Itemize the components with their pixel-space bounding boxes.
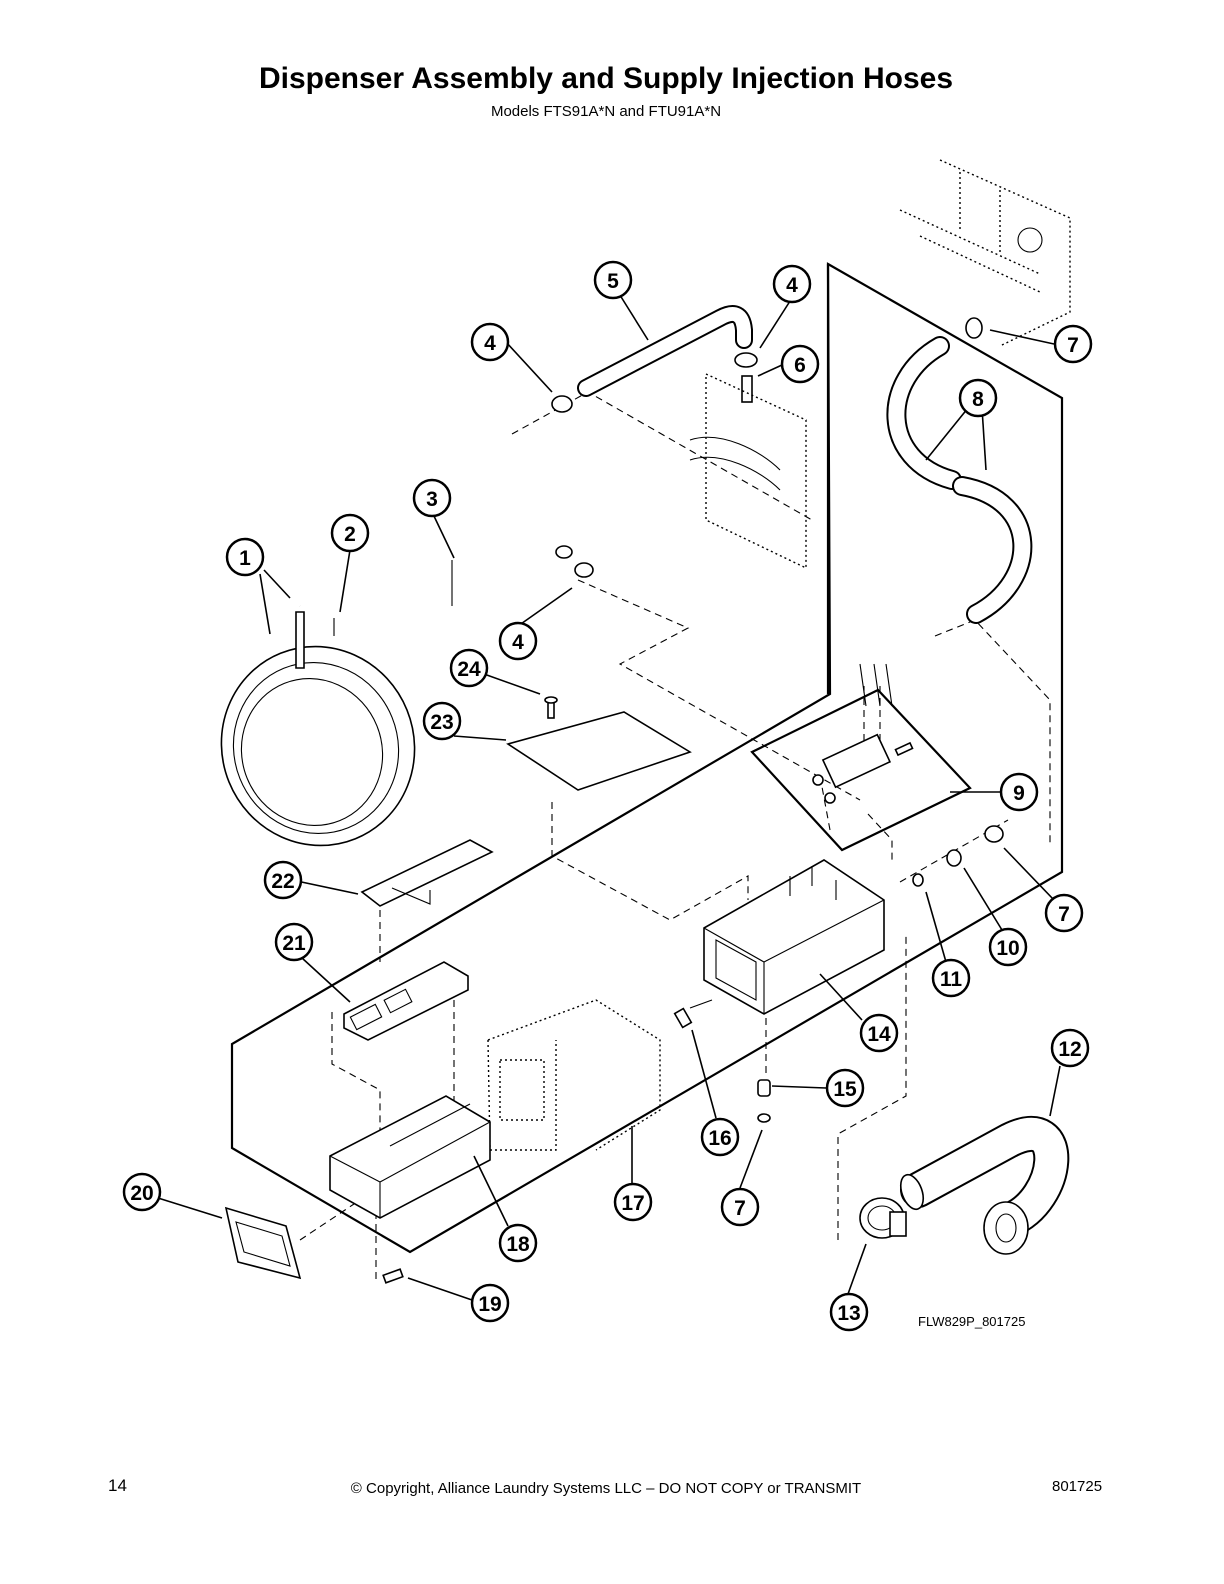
svg-text:10: 10	[996, 937, 1019, 960]
part-5-hose	[577, 305, 753, 397]
callout-15: 15	[825, 1068, 865, 1108]
callout-23: 23	[422, 701, 462, 741]
callout-8: 8	[958, 378, 998, 418]
callout-3: 3	[412, 478, 452, 518]
callout-4-a: 4	[470, 322, 510, 362]
frame-outline	[230, 262, 1064, 1254]
part-18-drawer-housing	[329, 1095, 491, 1219]
callout-19: 19	[470, 1283, 510, 1323]
figure-code: FLW829P_801725	[918, 1314, 1026, 1329]
callout-6: 6	[780, 344, 820, 384]
callout-9: 9	[999, 772, 1039, 812]
svg-text:22: 22	[271, 870, 294, 893]
part-24-screw	[544, 696, 558, 719]
page-subtitle: Models FTS91A*N and FTU91A*N	[490, 103, 722, 120]
svg-text:6: 6	[794, 354, 806, 377]
callout-12: 12	[1050, 1028, 1090, 1068]
page-title: Dispenser Assembly and Supply Injection …	[258, 62, 954, 95]
part-17-panel	[487, 999, 661, 1151]
svg-text:17: 17	[621, 1192, 644, 1215]
svg-text:8: 8	[972, 388, 984, 411]
callout-11: 11	[931, 958, 971, 998]
svg-text:15: 15	[833, 1078, 857, 1101]
part-8-hoses	[886, 336, 1033, 624]
callout-17: 17	[613, 1182, 653, 1222]
part-16-screw	[673, 999, 713, 1029]
callout-7-c: 7	[720, 1187, 760, 1227]
svg-text:18: 18	[506, 1233, 530, 1256]
callout-1: 1	[225, 537, 265, 577]
callout-21: 21	[274, 922, 314, 962]
svg-text:7: 7	[1067, 334, 1079, 357]
part-3-injection-tube	[299, 545, 573, 636]
callout-4-b: 4	[772, 264, 812, 304]
part-1-door-boot	[220, 611, 416, 847]
callout-bubbles: 1 2 3 4 4 4 4 5 6 7 7 7 8 9 10 11 12 13 …	[122, 260, 1093, 1332]
callout-14: 14	[859, 1013, 899, 1053]
svg-text:7: 7	[734, 1197, 746, 1220]
part-7-clamps	[757, 317, 1004, 1123]
svg-text:14: 14	[867, 1023, 891, 1046]
callout-leaders	[157, 291, 1061, 1301]
copyright-notice: © Copyright, Alliance Laundry Systems LL…	[350, 1480, 862, 1497]
part-12-drain-hose	[899, 1116, 1070, 1255]
svg-text:5: 5	[607, 270, 619, 293]
callout-20: 20	[122, 1172, 162, 1212]
part-15-grommet	[757, 1079, 771, 1097]
svg-text:21: 21	[282, 932, 306, 955]
callout-2: 2	[330, 513, 370, 553]
callout-5: 5	[593, 260, 633, 300]
svg-text:13: 13	[837, 1302, 860, 1325]
callout-22: 22	[263, 860, 303, 900]
part-9-valve-assembly	[750, 663, 972, 852]
callout-7-a: 7	[1053, 324, 1093, 364]
svg-text:7: 7	[1058, 903, 1070, 926]
callout-7-b: 7	[1044, 893, 1084, 933]
svg-text:4: 4	[786, 274, 798, 297]
part-19-screw	[382, 1268, 404, 1284]
svg-text:24: 24	[457, 658, 481, 681]
svg-text:23: 23	[430, 711, 453, 734]
document-code: 801725	[1052, 1478, 1103, 1495]
callout-13: 13	[829, 1292, 869, 1332]
page-number: 14	[108, 1476, 127, 1495]
part-22-siphon-cap	[360, 839, 494, 907]
svg-text:16: 16	[708, 1127, 731, 1150]
callout-24: 24	[449, 648, 489, 688]
part-21-drawer	[343, 961, 469, 1041]
callout-10: 10	[988, 927, 1028, 967]
svg-text:2: 2	[344, 523, 356, 546]
svg-text:1: 1	[239, 547, 251, 570]
machine-outline	[899, 159, 1071, 347]
callout-18: 18	[498, 1223, 538, 1263]
svg-text:11: 11	[940, 968, 963, 991]
svg-text:4: 4	[484, 332, 496, 355]
part-23-mounting-plate	[506, 711, 692, 791]
part-13-hose-clamp	[859, 1197, 907, 1239]
part-4-clamps	[551, 352, 758, 578]
svg-text:20: 20	[130, 1182, 153, 1205]
callout-16: 16	[700, 1117, 740, 1157]
svg-text:19: 19	[478, 1293, 501, 1316]
part-11-washer	[912, 873, 924, 887]
callout-4-c: 4	[498, 621, 538, 661]
svg-text:9: 9	[1013, 782, 1025, 805]
part-20-handle	[224, 1206, 302, 1280]
part-10-ring	[946, 849, 962, 867]
svg-text:12: 12	[1058, 1038, 1081, 1061]
svg-text:3: 3	[426, 488, 438, 511]
svg-text:4: 4	[512, 631, 524, 654]
part-14-dispenser-housing	[703, 859, 885, 1015]
part-6-fitting	[689, 372, 807, 570]
